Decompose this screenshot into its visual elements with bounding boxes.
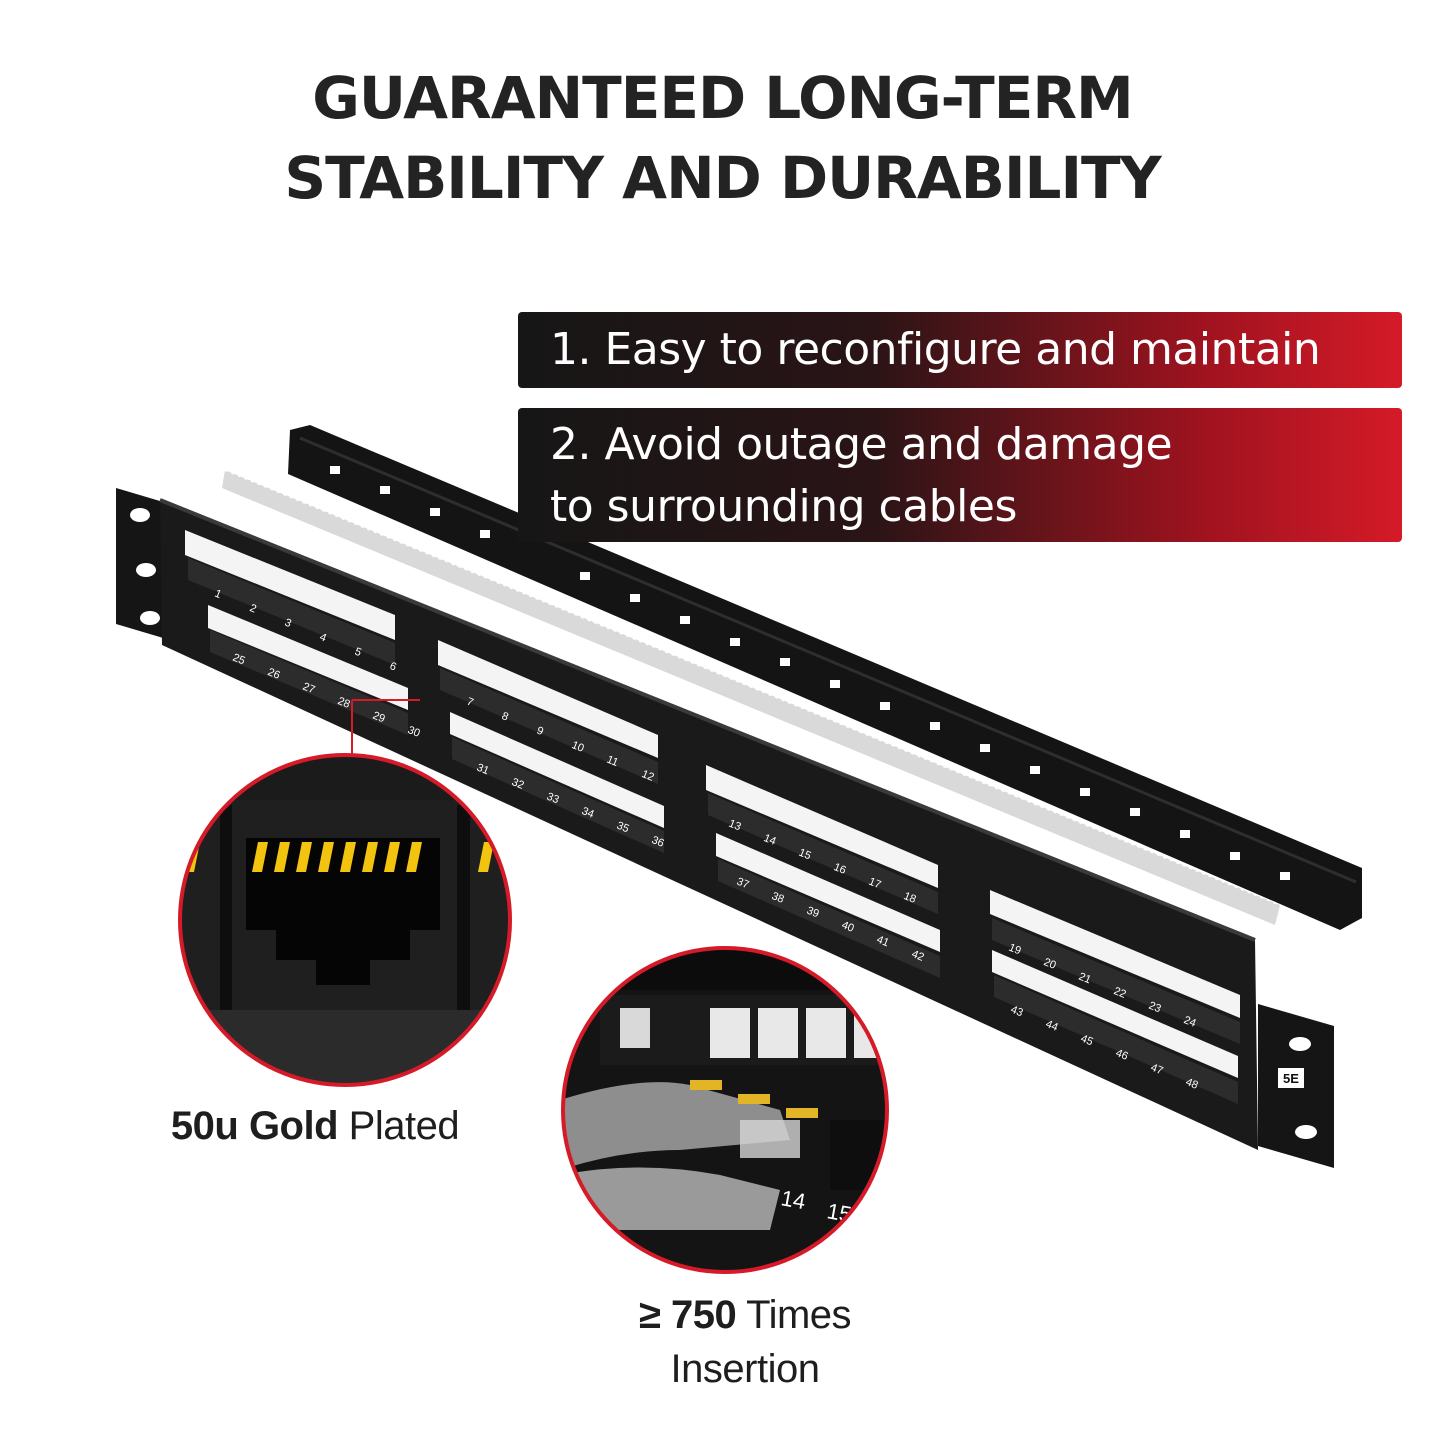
ear-mount-hole [136,563,156,577]
port-number-5: 5 [353,646,363,659]
port-module [208,605,1238,1078]
port-number-47: 47 [1149,1062,1165,1078]
port-number-13: 13 [727,818,743,834]
port-number-16: 16 [832,861,848,877]
port-number-34: 34 [580,805,596,821]
feature-banner-1: 1. Easy to reconfigure and maintain [518,312,1402,388]
port-number-21: 21 [1077,971,1093,987]
port-module [185,530,1240,1018]
closeup-port-label: 14 [779,1185,807,1214]
tray-slots [330,466,1290,880]
port-number-6: 6 [388,660,398,673]
insertion-times: Times [736,1293,852,1337]
port-number-1: 1 [213,588,223,601]
port-number-24: 24 [1182,1014,1198,1030]
feature-banner-2: 2. Avoid outage and damage to surroundin… [518,408,1402,542]
feature-2-line-1: 2. Avoid outage and damage [550,419,1173,470]
rj45-port-row [188,558,1240,1104]
gold-plated-bold: 50u Gold [170,1104,339,1148]
port-number-3: 3 [283,617,293,630]
port-number-15: 15 [797,847,813,863]
port-number-31: 31 [475,762,491,778]
port-number-33: 33 [545,791,561,807]
ear-mount-hole [130,508,150,522]
port-number-19: 19 [1007,942,1023,958]
port-number-45: 45 [1079,1033,1095,1049]
port-number-26: 26 [266,666,282,682]
feature-2-line-2: to surrounding cables [550,481,1017,532]
port-number-32: 32 [510,776,526,792]
ear-mount-hole [1295,1125,1317,1139]
ear-mount-hole [140,611,160,625]
port-number-7: 7 [465,696,475,709]
insertion-line-1: ≥ 750 Times [580,1288,910,1342]
port-number-8: 8 [500,710,510,723]
port-number-20: 20 [1042,956,1058,972]
panel-faceplate [160,500,1258,1150]
panel-top-edge [159,498,1256,942]
cable-management-bar [288,425,1362,930]
port-number-42: 42 [910,948,926,964]
insertion-caption: ≥ 750 Times Insertion [580,1288,910,1396]
port-number-36: 36 [650,834,666,850]
port-number-10: 10 [570,739,586,755]
gold-plated-caption: 50u Gold Plated [130,1100,500,1152]
ear-mount-hole [1289,1037,1311,1051]
port-number-43: 43 [1009,1004,1025,1020]
port-number-11: 11 [605,754,620,769]
port-number-17: 17 [867,876,883,892]
gold-plated-rest: Plated [338,1104,460,1148]
port-number-12: 12 [640,768,656,784]
page-headline: GUARANTEED LONG-TERM STABILITY AND DURAB… [0,58,1445,218]
punch-down-strip [222,470,1280,925]
port-number-14: 14 [762,832,778,848]
port-number-44: 44 [1044,1018,1060,1034]
port-number-29: 29 [371,710,387,726]
headline-line-1: GUARANTEED LONG-TERM [312,64,1134,132]
port-number-9: 9 [535,725,545,738]
insertion-line-2: Insertion [670,1347,820,1391]
port-number-27: 27 [301,681,317,697]
port-number-28: 28 [336,695,352,711]
cat5e-badge-bg [1278,1068,1304,1088]
cat5e-badge: 5E [1283,1071,1299,1086]
port-number-18: 18 [902,890,918,906]
patch-cable [563,1082,790,1170]
port-number-35: 35 [615,820,631,836]
feature-1-text: 1. Easy to reconfigure and maintain [550,324,1321,375]
port-number-30: 30 [406,724,422,740]
port-number-4: 4 [318,631,328,644]
port-number-41: 41 [875,934,891,950]
port-number-40: 40 [840,919,856,935]
port-number-37: 37 [735,876,751,892]
port-number-38: 38 [770,890,786,906]
port-number-46: 46 [1114,1047,1130,1063]
headline-line-2: STABILITY AND DURABILITY [284,144,1161,212]
port-number-23: 23 [1147,1000,1163,1016]
port-number-39: 39 [805,905,821,921]
insertion-count: ≥ 750 [638,1293,737,1337]
port-number-22: 22 [1112,985,1128,1001]
port-number-25: 25 [231,652,247,668]
port-number-48: 48 [1184,1076,1200,1092]
port-number-2: 2 [248,602,258,615]
